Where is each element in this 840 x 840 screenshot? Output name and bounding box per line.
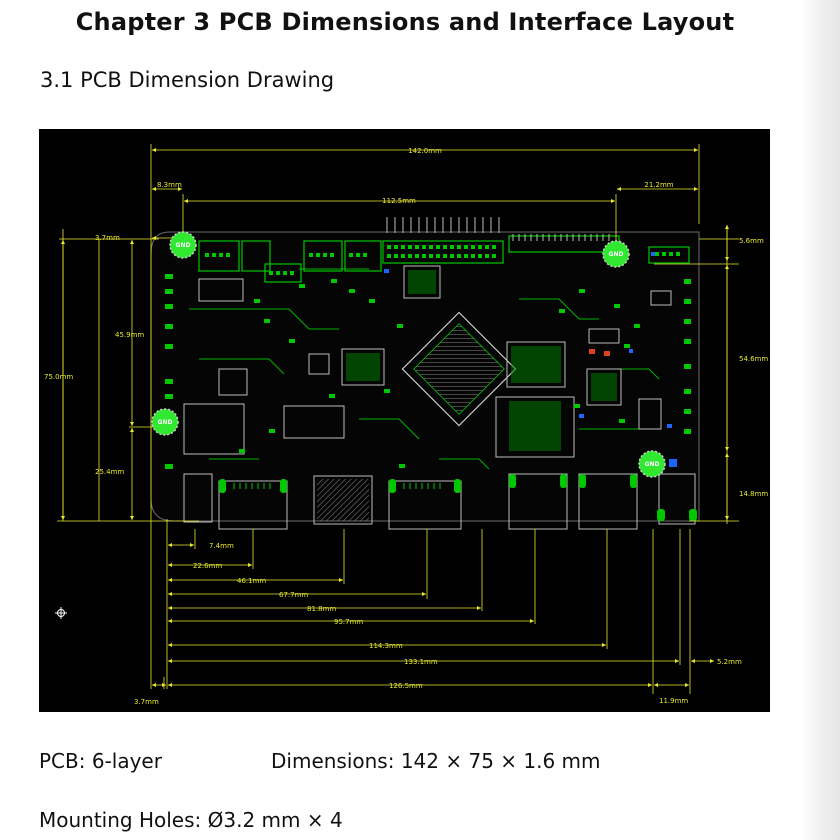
copper-traces xyxy=(189,268,660,470)
dim-label: 22.6mm xyxy=(193,562,222,570)
spec-mounting-holes: Mounting Holes: Ø3.2 mm × 4 xyxy=(39,808,343,832)
dim-label: 8.3mm xyxy=(157,181,182,189)
dim-label: 5.2mm xyxy=(717,658,742,666)
blue-parts xyxy=(384,252,677,467)
dim-label: 25.4mm xyxy=(95,468,124,476)
soc-chip xyxy=(401,311,517,427)
dim-label: 3.7mm xyxy=(95,234,120,242)
bottom-connectors xyxy=(183,473,696,530)
dim-label: 126.5mm xyxy=(389,682,423,690)
mounting-hole-icon: GND xyxy=(602,240,630,268)
dim-label: 95.7mm xyxy=(334,618,363,626)
svg-text:GND: GND xyxy=(158,419,173,426)
page-edge-shadow xyxy=(800,0,840,840)
dim-label: 7.4mm xyxy=(209,542,234,550)
connector-pads xyxy=(219,474,697,521)
reference-crosshair-icon xyxy=(55,607,67,619)
dim-label: 67.7mm xyxy=(279,591,308,599)
dim-label: 11.9mm xyxy=(659,697,688,705)
spec-pcb-layers: PCB: 6-layer xyxy=(39,749,162,773)
dimension-arrows xyxy=(61,148,729,687)
svg-text:GND: GND xyxy=(609,251,624,258)
dim-label: 3.7mm xyxy=(134,698,159,706)
svg-text:GND: GND xyxy=(645,461,660,468)
spec-dimensions: Dimensions: 142 × 75 × 1.6 mm xyxy=(271,749,601,773)
pcb-drawing-svg: 142.0mm 8.3mm 112.5mm 21.2mm 3.7mm 5.6mm… xyxy=(44,144,768,706)
dimension-labels: 142.0mm 8.3mm 112.5mm 21.2mm 3.7mm 5.6mm… xyxy=(44,147,768,706)
dim-label: 114.3mm xyxy=(369,642,403,650)
ic-fills xyxy=(346,270,617,451)
chapter-title: Chapter 3 PCB Dimensions and Interface L… xyxy=(75,8,735,36)
mounting-hole-icon: GND xyxy=(638,450,666,478)
mounting-hole-icon: GND xyxy=(151,408,179,436)
top-header-pins xyxy=(205,245,680,275)
usb-hatch xyxy=(317,479,369,521)
red-parts xyxy=(589,349,610,356)
ic-packages xyxy=(183,265,672,458)
connector-pins xyxy=(233,483,441,489)
dim-label: 14.8mm xyxy=(739,490,768,498)
dim-label: 75.0mm xyxy=(44,373,73,381)
dim-label: 45.9mm xyxy=(115,331,144,339)
pcb-dimension-drawing: 142.0mm 8.3mm 112.5mm 21.2mm 3.7mm 5.6mm… xyxy=(39,129,770,712)
smd-parts xyxy=(165,274,691,469)
dim-label: 54.6mm xyxy=(739,355,768,363)
ffc-connector-teeth xyxy=(386,217,610,241)
dim-label: 133.1mm xyxy=(404,658,438,666)
dim-label: 142.0mm xyxy=(408,147,442,155)
dim-label: 21.2mm xyxy=(644,181,673,189)
dim-label: 46.1mm xyxy=(237,577,266,585)
mounting-hole-icon: GND xyxy=(169,231,197,259)
mounting-holes: GND GND GND GND xyxy=(151,231,666,478)
dim-label: 112.5mm xyxy=(382,197,416,205)
dim-label: 5.6mm xyxy=(739,237,764,245)
dim-label: 81.8mm xyxy=(307,605,336,613)
svg-text:GND: GND xyxy=(176,242,191,249)
section-title: 3.1 PCB Dimension Drawing xyxy=(40,68,335,92)
